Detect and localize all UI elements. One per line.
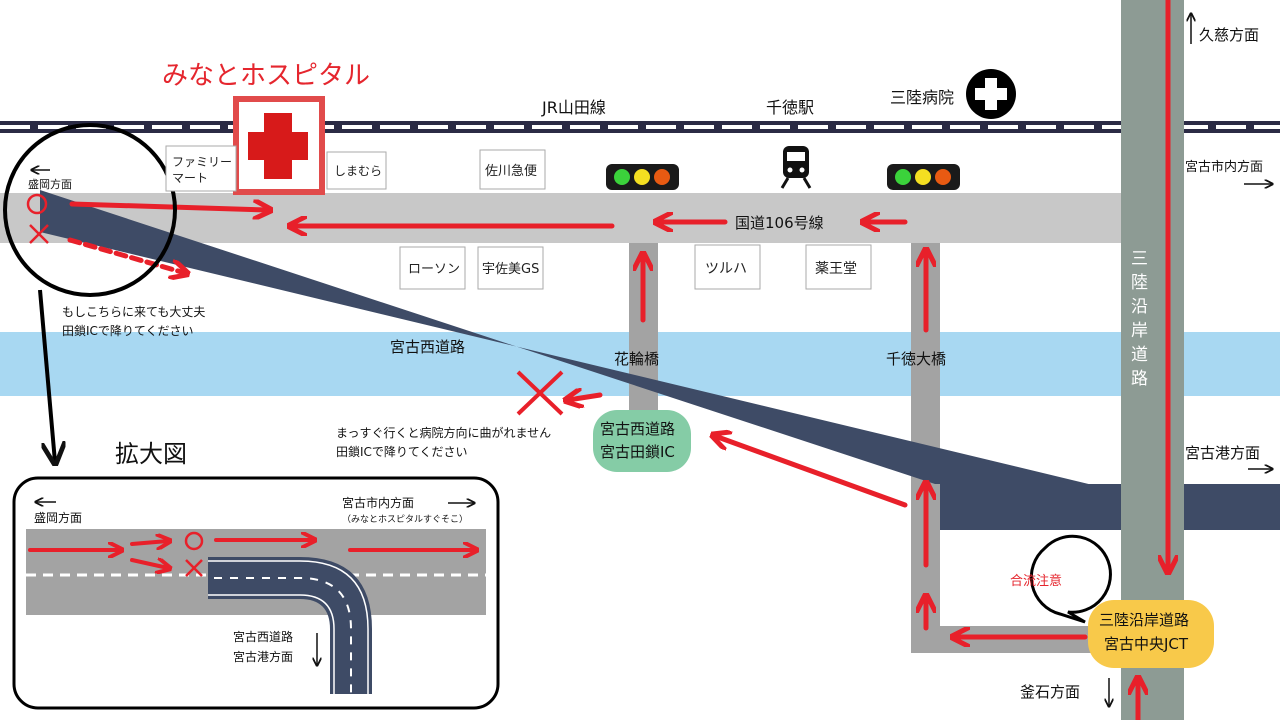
route-arrow-from-morioka [69,204,268,210]
shop-tsuruha: ツルハ [694,244,761,290]
straight-note-line2: 田鎖ICで降りてください [336,444,468,459]
svg-text:道: 道 [1131,345,1148,365]
detour-note-line2: 田鎖ICで降りてください [62,323,194,338]
route-arrow-west-road [715,436,908,508]
inset-morioka: 盛岡方面 [34,510,82,525]
route-arrows [67,0,1168,720]
inset-west-road: 宮古西道路 [233,629,293,644]
shop-familymart: ファミリー マート [165,145,237,192]
tagusari-ic-badge: 宮古西道路 宮古田鎖IC [593,410,691,472]
svg-text:佐川急便: 佐川急便 [485,164,537,179]
zoom-pointer-line [38,289,55,462]
miyako-city-direction: 宮古市内方面 [1185,159,1263,175]
morioka-direction: 盛岡方面 [28,177,72,191]
ok-circle-mark [26,193,48,215]
hanawa-bridge-label: 花輪橋 [614,350,659,368]
inset-panel [12,476,500,710]
expressway-label: 三 陸 沿 岸 道 路 [1131,249,1148,389]
svg-text:路: 路 [1131,369,1148,389]
inset-miyako-city: 宮古市内方面 [342,495,414,510]
svg-text:宮古田鎖IC: 宮古田鎖IC [600,443,675,461]
inset-hospital-near: （みなとホスピタルすぐそこ） [342,514,468,525]
inset-ng-x [185,559,203,577]
shop-usami-gs: 宇佐美GS [477,246,544,290]
west-road-east-segment [940,484,1280,530]
rail-line-name: JR山田線 [541,98,606,117]
svg-text:ファミリー: ファミリー [172,155,232,169]
svg-text:三陸沿岸道路: 三陸沿岸道路 [1099,611,1189,629]
no-entry-x-mark [516,370,564,416]
svg-text:陸: 陸 [1131,273,1148,293]
svg-text:合流注意: 合流注意 [1010,573,1062,589]
sanriku-hospital-name: 三陸病院 [890,88,954,107]
zoom-circle [3,123,177,297]
shop-yakuodo: 薬王堂 [805,244,872,290]
kamaishi-direction: 釜石方面 [1020,683,1080,701]
traffic-light-1 [606,164,679,190]
svg-text:しまむら: しまむら [334,164,382,178]
merge-caution-bubble: 合流注意 [1010,534,1112,624]
route-arrow-west-dotted [67,237,185,273]
svg-text:ツルハ: ツルハ [705,261,747,277]
miyako-port-direction: 宮古港方面 [1185,444,1260,462]
inset-miyako-port: 宮古港方面 [233,649,293,664]
railway-track [0,121,1280,133]
jct-badge: 三陸沿岸道路 宮古中央JCT [1088,600,1214,668]
svg-text:宮古中央JCT: 宮古中央JCT [1104,635,1189,653]
sentoku-bridge-label: 千徳大橋 [886,350,946,368]
medical-cross-icon [966,69,1016,119]
svg-text:宮古西道路: 宮古西道路 [600,420,675,438]
svg-text:三: 三 [1131,249,1148,269]
shop-lawson: ローソン [399,246,466,290]
svg-text:薬王堂: 薬王堂 [815,261,857,277]
hospital-name: みなとホスピタル [162,61,370,91]
route-106-label: 国道106号線 [735,214,824,232]
route-106-road [0,193,1121,243]
detour-note-line1: もしこちらに来ても大丈夫 [62,305,205,319]
svg-text:宇佐美GS: 宇佐美GS [482,262,539,277]
svg-text:岸: 岸 [1131,321,1148,341]
svg-text:ローソン: ローソン [408,262,460,277]
hospital-cross-icon [233,96,325,195]
station-name: 千徳駅 [766,98,814,117]
west-road-label: 宮古西道路 [390,338,465,356]
straight-note-line1: まっすぐ行くと病院方向に曲がれません [336,425,551,440]
traffic-light-2 [887,164,960,190]
svg-text:沿: 沿 [1131,297,1148,317]
shop-sagawa: 佐川急便 [479,149,546,190]
route-arrow-to-x [568,395,603,400]
inset-title: 拡大図 [115,440,187,468]
svg-text:マート: マート [172,171,208,185]
kuji-direction: 久慈方面 [1199,26,1259,44]
train-icon [780,146,812,189]
inset-route-arrows [28,540,475,568]
shop-shimamura: しまむら [326,151,387,190]
ng-x-mark [29,224,49,244]
inset-ok-circle [184,531,204,551]
